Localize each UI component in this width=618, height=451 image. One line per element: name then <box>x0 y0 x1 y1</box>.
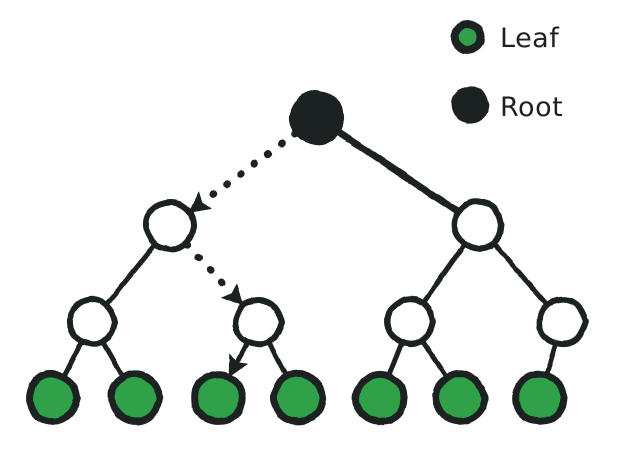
nodes-layer <box>26 90 589 426</box>
tree-node-root-root[interactable] <box>288 90 345 146</box>
tree-edge <box>266 340 289 378</box>
tree-node-leaf-leaf-3[interactable] <box>191 371 246 425</box>
tree-node-internal-n-ll[interactable] <box>66 296 118 348</box>
legend-item-root[interactable]: Root <box>451 86 563 124</box>
legend-item-leaf[interactable]: Leaf <box>450 20 560 54</box>
tree-node-leaf-leaf-6[interactable] <box>432 369 489 425</box>
tree-edge <box>420 339 449 379</box>
tree-edge <box>104 242 157 306</box>
edge-arrowhead <box>187 191 212 213</box>
tree-node-internal-n-r[interactable] <box>451 198 504 252</box>
tree-node-leaf-leaf-7[interactable] <box>512 370 568 425</box>
tree-node-leaf-leaf-5[interactable] <box>351 370 408 425</box>
edge-arrowhead <box>220 282 244 307</box>
legend-swatch-root-icon <box>451 86 490 124</box>
tree-node-leaf-leaf-2[interactable] <box>108 370 164 425</box>
tree-edge <box>62 340 84 378</box>
legend-label-leaf: Leaf <box>500 23 560 54</box>
tree-node-leaf-leaf-1[interactable] <box>26 370 81 426</box>
legend-label-root: Root <box>500 92 563 123</box>
tree-node-internal-n-rr[interactable] <box>536 296 589 348</box>
tree-edge <box>335 128 461 215</box>
tree-edge <box>183 240 244 307</box>
tree-edge <box>387 341 404 377</box>
tree-edge <box>101 340 125 378</box>
tree-node-internal-n-l[interactable] <box>142 199 198 253</box>
legend-swatch-leaf-icon <box>450 20 485 54</box>
tree-edge <box>491 241 549 307</box>
tree-node-leaf-leaf-4[interactable] <box>269 370 327 425</box>
tree-edge <box>187 129 300 213</box>
edges-layer <box>62 128 558 379</box>
tree-node-internal-n-lr[interactable] <box>232 296 285 348</box>
tree-edge <box>421 243 467 305</box>
edge-arrowhead <box>228 353 249 378</box>
tree-node-internal-n-rl[interactable] <box>384 295 436 348</box>
tree-edge <box>228 340 250 378</box>
tree-edge <box>544 342 558 376</box>
